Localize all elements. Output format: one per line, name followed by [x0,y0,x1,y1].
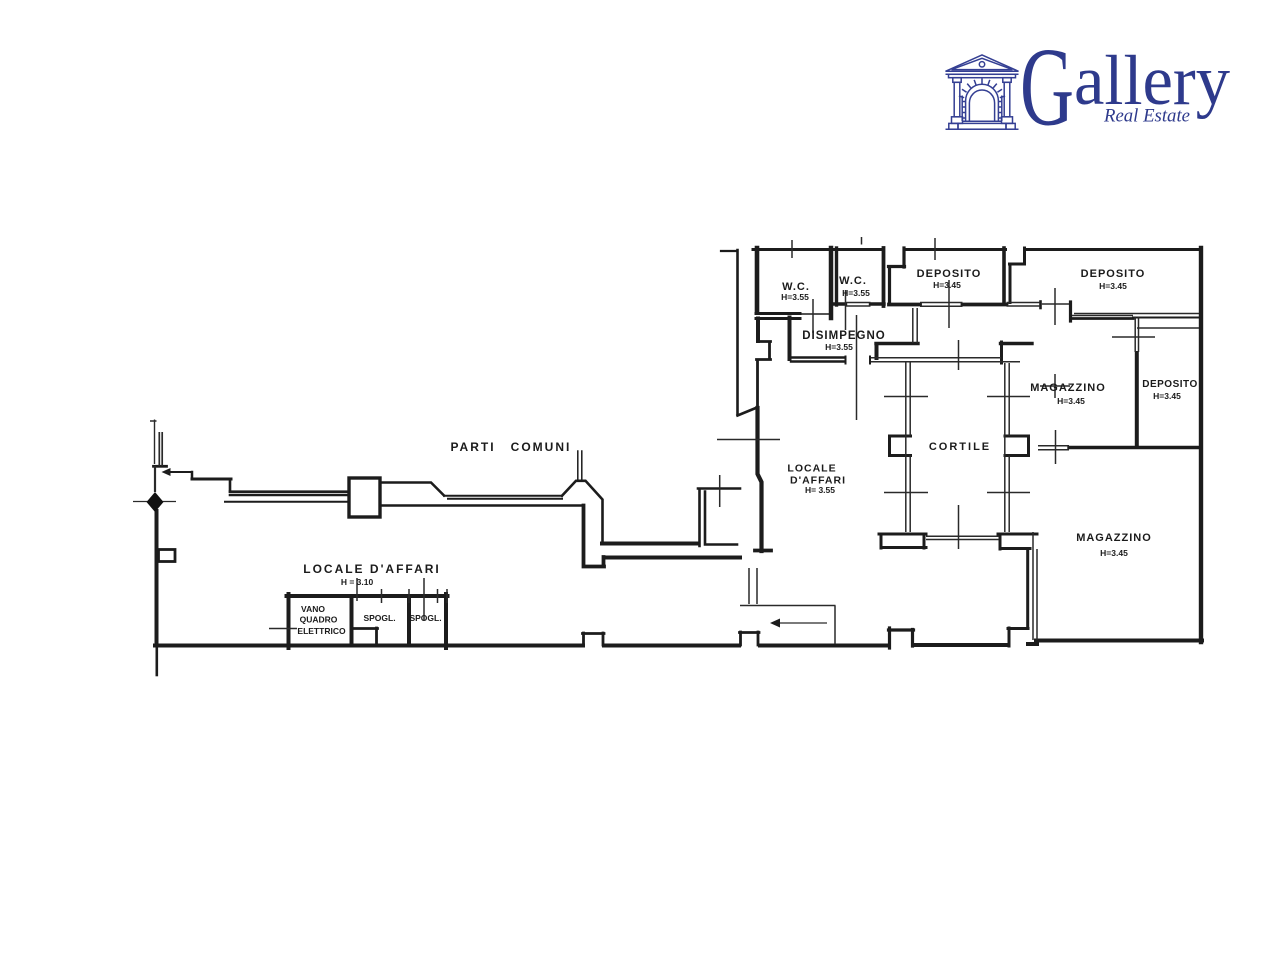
svg-text:D'AFFARI: D'AFFARI [790,475,846,487]
svg-text:MAGAZZINO: MAGAZZINO [1076,532,1152,544]
svg-text:H=3.55: H=3.55 [842,288,870,298]
svg-text:LOCALE D'AFFARI: LOCALE D'AFFARI [303,562,441,576]
svg-text:H=3.45: H=3.45 [1099,281,1127,291]
svg-text:H=3.45: H=3.45 [1153,391,1181,401]
svg-text:W.C.: W.C. [782,281,810,293]
svg-text:G: G [1020,26,1074,150]
svg-text:SPOGL.: SPOGL. [409,613,441,623]
svg-text:DEPOSITO: DEPOSITO [1142,379,1198,390]
svg-text:H=3.55: H=3.55 [825,342,853,352]
svg-text:DEPOSITO: DEPOSITO [917,268,982,280]
svg-text:LOCALE: LOCALE [787,463,836,475]
svg-text:ELETTRICO: ELETTRICO [297,626,346,636]
svg-text:H=3.55: H=3.55 [781,292,809,302]
svg-text:H = 3.10: H = 3.10 [341,577,374,587]
svg-text:CORTILE: CORTILE [929,441,991,453]
svg-text:W.C.: W.C. [839,275,867,287]
svg-text:DISIMPEGNO: DISIMPEGNO [802,330,885,342]
svg-text:PARTI: PARTI [450,440,495,454]
svg-text:H=3.45: H=3.45 [1100,548,1128,558]
svg-text:QUADRO: QUADRO [300,615,338,625]
svg-text:SPOGL.: SPOGL. [363,613,395,623]
svg-text:MAGAZZINO: MAGAZZINO [1030,382,1106,394]
svg-text:VANO: VANO [301,604,325,614]
svg-text:Real Estate: Real Estate [1103,107,1190,127]
svg-text:DEPOSITO: DEPOSITO [1081,268,1146,280]
svg-text:allery: allery [1074,42,1230,120]
svg-text:H=3.45: H=3.45 [933,280,961,290]
svg-text:H= 3.55: H= 3.55 [805,485,835,495]
svg-text:H=3.45: H=3.45 [1057,396,1085,406]
svg-text:COMUNI: COMUNI [511,440,572,454]
